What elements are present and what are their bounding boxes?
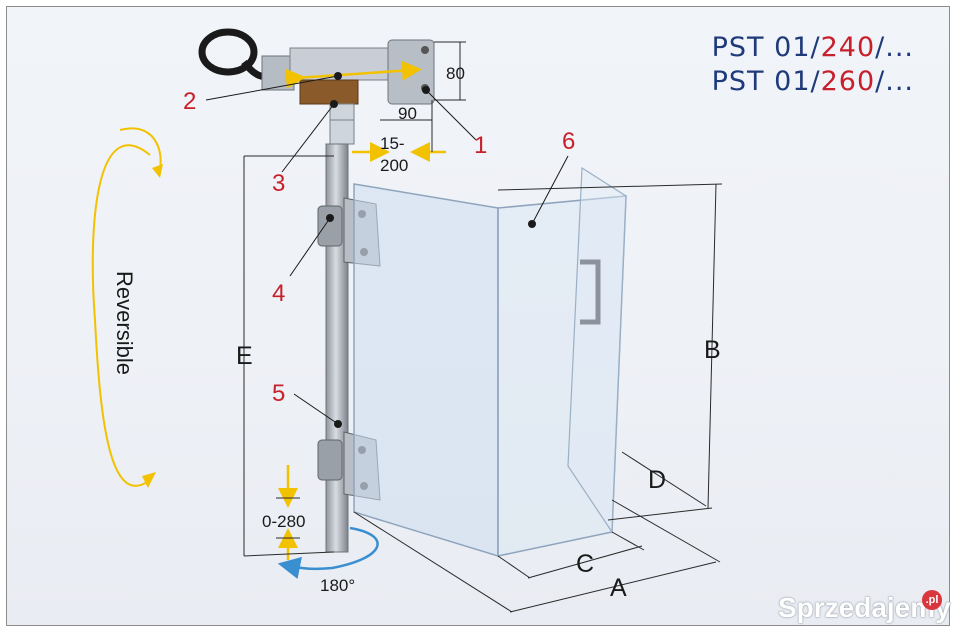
mounting-bracket: [261, 39, 435, 145]
reversible-rotation-arrow: [91, 127, 163, 488]
dimension-C: C: [576, 550, 595, 578]
dimension-lines: [243, 41, 723, 613]
callout-2: 2: [183, 88, 197, 115]
callout-5: 5: [272, 380, 286, 407]
dimension-80: 80: [446, 64, 465, 83]
callout-6: 6: [562, 128, 576, 155]
dimension-D: D: [648, 466, 667, 494]
model-code-240: PST 01/240/...: [711, 32, 914, 63]
model-code-260: PST 01/260/...: [711, 66, 914, 97]
travel-arrow: [285, 60, 422, 89]
dimension-180: 180°: [320, 576, 356, 595]
callout-3: 3: [272, 170, 286, 197]
callout-1: 1: [474, 132, 488, 159]
glass-shield: [353, 166, 627, 558]
callout-4: 4: [272, 280, 286, 307]
callout-dots: [326, 72, 536, 428]
dimension-0-280: 0-280: [262, 512, 306, 531]
dimension-B: B: [704, 336, 721, 364]
dimension-A: A: [610, 574, 627, 602]
dimension-15-200-bottom: 200: [380, 156, 409, 175]
watermark-logo: Sprzedajemy: [778, 592, 951, 623]
reversible-label: Reversible: [112, 271, 137, 375]
callout-leaders: [205, 75, 569, 425]
dimension-E: E: [236, 342, 253, 370]
dimension-15-200-top: 15-: [380, 134, 405, 153]
watermark-badge: .pl: [922, 590, 942, 610]
dimension-90: 90: [398, 104, 417, 123]
rotation-180-arrow: [277, 526, 379, 579]
